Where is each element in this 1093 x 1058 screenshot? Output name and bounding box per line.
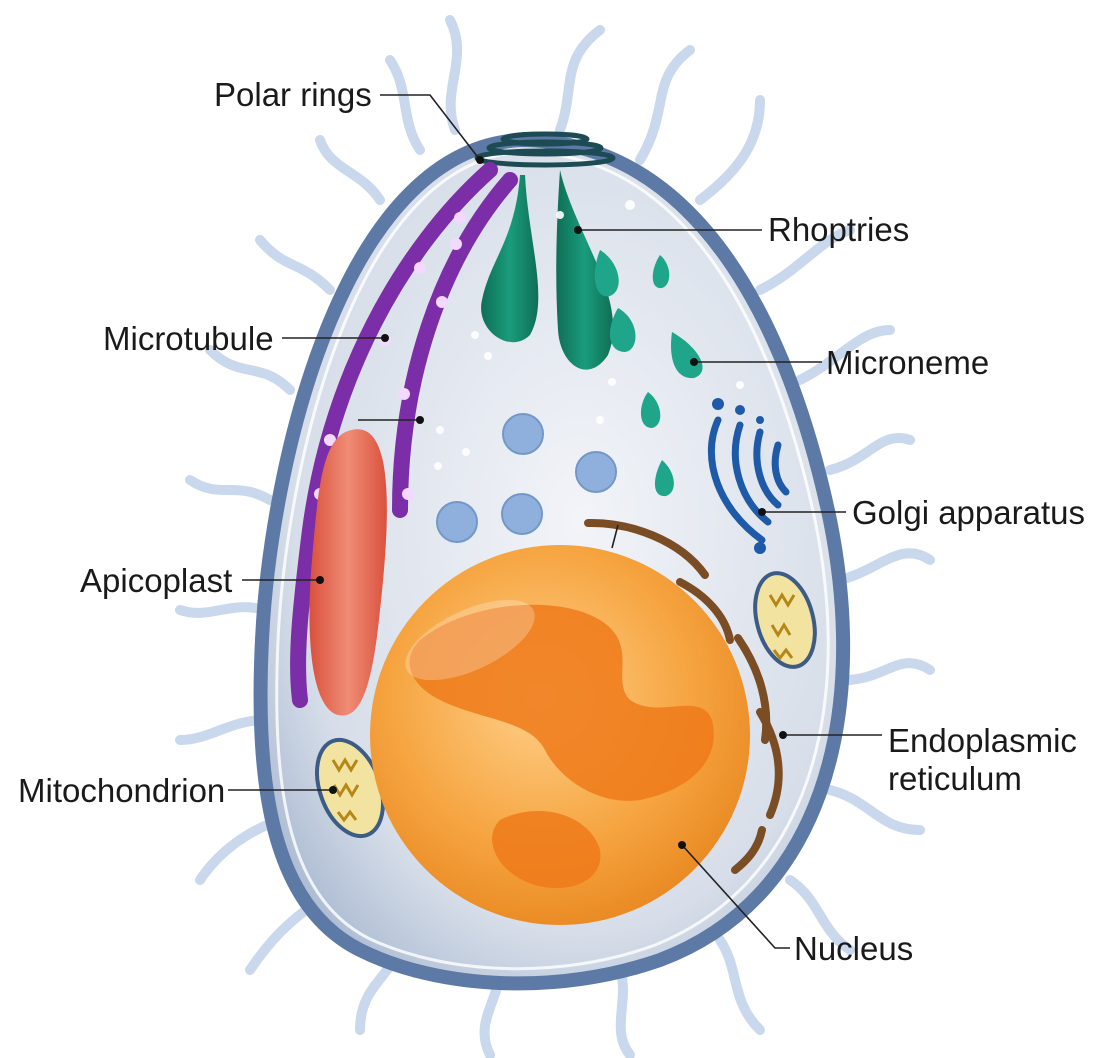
label-microtubule: Microtubule — [103, 320, 274, 357]
microtubule-dot — [381, 334, 389, 342]
label-polar-rings: Polar rings — [214, 76, 372, 113]
rhoptries-dot — [574, 226, 582, 234]
apicoplast-dot — [316, 576, 324, 584]
polar-rings-dot — [476, 156, 484, 164]
label-rhoptries: Rhoptries — [768, 211, 909, 248]
label-nucleus: Nucleus — [794, 930, 913, 967]
mitochondrion-dot — [329, 786, 337, 794]
microtubule-dot-2 — [416, 416, 424, 424]
label-apicoplast: Apicoplast — [80, 562, 232, 599]
label-endoplasmic: Endoplasmic — [888, 722, 1077, 759]
label-reticulum: reticulum — [888, 760, 1022, 797]
label-golgi-apparatus: Golgi apparatus — [852, 494, 1085, 531]
label-mitochondrion: Mitochondrion — [18, 772, 225, 809]
nucleus — [370, 545, 750, 925]
nucleus-dot — [678, 841, 686, 849]
er-dot — [779, 731, 787, 739]
golgi-dot — [758, 508, 766, 516]
microneme-dot — [690, 358, 698, 366]
label-microneme: Microneme — [826, 344, 989, 381]
